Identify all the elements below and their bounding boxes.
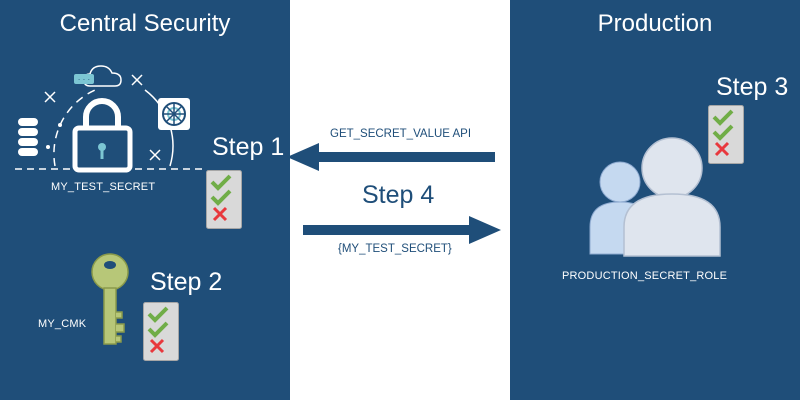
request-api-label: GET_SECRET_VALUE API	[330, 128, 472, 140]
users-icon	[589, 137, 721, 257]
checklist-icon	[206, 170, 242, 229]
arrow-right-icon	[303, 216, 501, 244]
response-value-label: {MY_TEST_SECRET}	[338, 243, 452, 255]
key-icon	[91, 253, 129, 345]
secret-name-label: MY_TEST_SECRET	[51, 181, 156, 193]
svg-text:· · ·: · · ·	[78, 75, 90, 84]
step-4-label: Step 4	[362, 181, 435, 209]
central-security-panel: Central Security · · ·	[0, 0, 290, 400]
step-2-label: Step 2	[150, 268, 223, 296]
padlock-icon	[72, 98, 133, 173]
cmk-name-label: MY_CMK	[38, 318, 87, 330]
central-security-title: Central Security	[59, 10, 231, 37]
step-3-label: Step 3	[716, 73, 789, 101]
production-panel: Production Step 3 PRODUCTION_SECRET_ROLE	[510, 0, 800, 400]
arrow-left-icon	[287, 143, 495, 171]
role-name-label: PRODUCTION_SECRET_ROLE	[562, 270, 728, 282]
production-title: Production	[597, 10, 713, 37]
database-icon	[18, 118, 38, 156]
checklist-icon	[143, 302, 179, 361]
step-1-label: Step 1	[212, 133, 285, 161]
checklist-icon	[708, 105, 744, 164]
vault-icon	[158, 98, 190, 130]
security-illustration: · · ·	[15, 65, 205, 173]
